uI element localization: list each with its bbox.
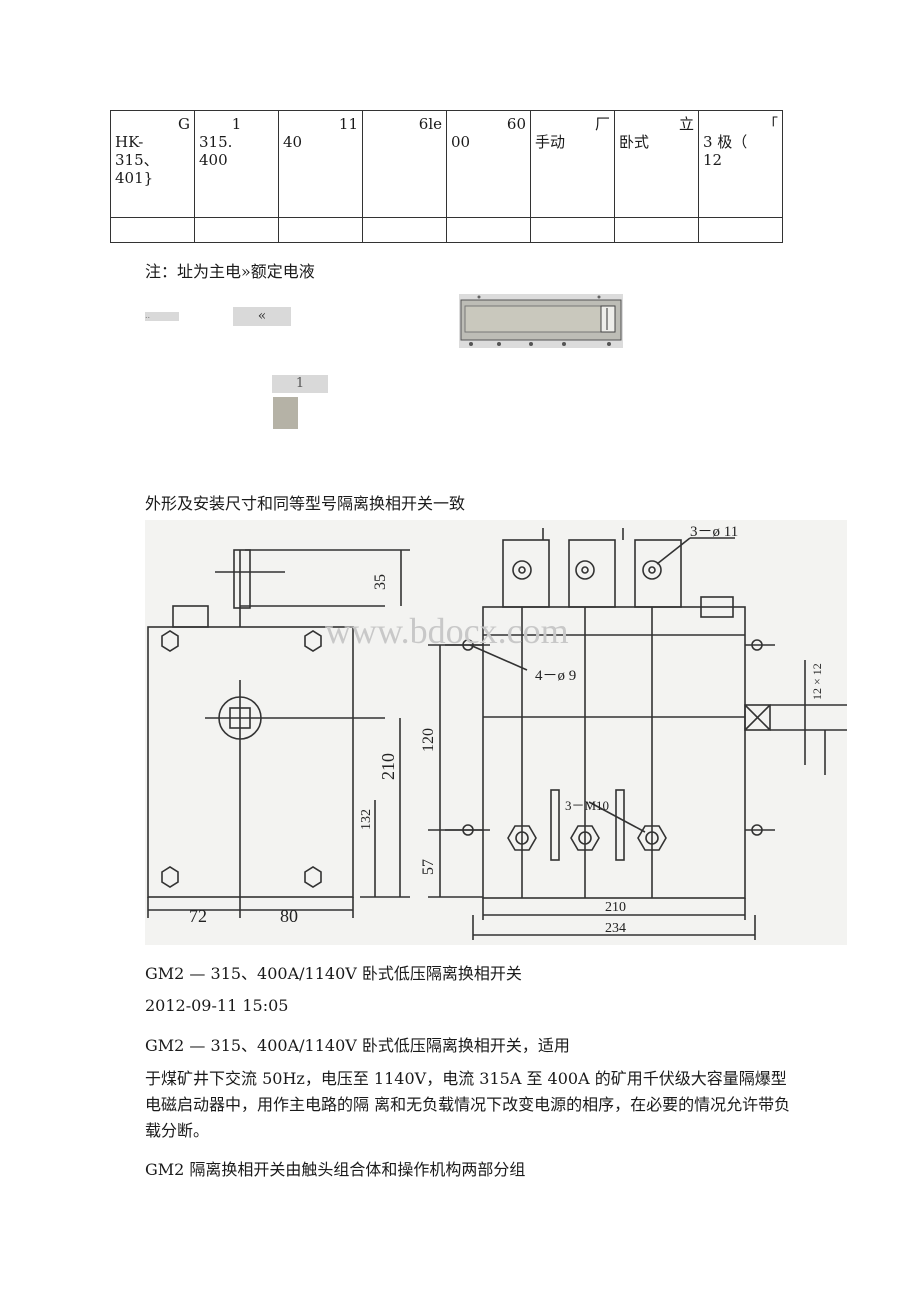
cell-line: 1 — [231, 115, 242, 133]
cell-line: 315、 — [115, 151, 159, 169]
fragment-box-b: « — [233, 307, 291, 326]
cell-poles: 「 3 极（12 — [698, 110, 783, 218]
hole-top-label: 3－ø 11 — [690, 524, 738, 540]
switch-photo — [459, 294, 623, 348]
product-title: GM2 — 315、400A/1140V 卧式低压隔离换相开关 — [145, 964, 522, 983]
cell-mounting: 立卧式 — [614, 110, 699, 218]
dim-72: 72 — [189, 906, 207, 926]
dim-80: 80 — [280, 906, 298, 926]
dim-35: 35 — [372, 574, 389, 590]
empty-cell — [110, 217, 195, 243]
empty-cell — [530, 217, 615, 243]
publish-date: 2012-09-11 15:05 — [145, 996, 289, 1015]
dim-132: 132 — [359, 809, 374, 830]
cell-line: 00 — [451, 133, 471, 151]
cell-line: 3 极（ — [703, 133, 748, 151]
applicable-line: GM2 — 315、400A/1140V 卧式低压隔离换相开关，适用 — [145, 1036, 570, 1055]
cell-cycles: 60 00 — [446, 110, 531, 218]
cell-line: 厂 — [594, 115, 610, 133]
cell-operation: 厂手动 — [530, 110, 615, 218]
dim-210-right: 210 — [605, 900, 626, 915]
cell-line: 12 — [703, 151, 723, 169]
cell-line: 卧式 — [619, 133, 650, 151]
fragment-box-d — [273, 397, 298, 429]
dim-234: 234 — [605, 921, 626, 936]
cell-breaking: 6le — [362, 110, 447, 218]
last-line: GM2 隔离换相开关由触头组合体和操作机构两部分组 — [145, 1160, 526, 1179]
spec-row-empty — [110, 217, 783, 243]
cell-line: HK- — [115, 133, 144, 151]
dimensions-caption: 外形及安装尺寸和同等型号隔离换相开关一致 — [145, 494, 466, 513]
empty-cell — [362, 217, 447, 243]
cell-line: 立 — [678, 115, 694, 133]
cell-line: 「 — [762, 115, 778, 133]
cell-line: 401} — [115, 169, 154, 187]
cell-line: 315. — [199, 133, 233, 151]
dimension-drawing: www.bdocx.com 35 210 132 72 80 3－ø 11 4－… — [145, 520, 847, 945]
cell-line: 手动 — [535, 133, 566, 151]
dimension-drawing-svg: www.bdocx.com 35 210 132 72 80 3－ø 11 4－… — [145, 520, 847, 945]
dim-57: 57 — [420, 859, 437, 875]
cell-line: 11 — [338, 115, 358, 133]
watermark: www.bdocx.com — [325, 611, 569, 651]
dim-120: 120 — [420, 728, 437, 752]
cell-voltage: 11 40 — [278, 110, 363, 218]
cell-line: 60 — [506, 115, 526, 133]
dim-12x12: 12 × 12 — [810, 663, 824, 700]
fragment-box-a: .. — [145, 312, 179, 321]
cell-line: G — [178, 115, 190, 133]
cell-model: G HK-315、401} — [110, 110, 195, 218]
switch-photo-image — [459, 294, 623, 348]
note-text: 注：址为主电»额定电液 — [145, 262, 315, 281]
dim-210-left: 210 — [378, 753, 398, 780]
cell-line: 40 — [283, 133, 303, 151]
empty-cell — [278, 217, 363, 243]
empty-cell — [614, 217, 699, 243]
cell-line: 400 — [199, 151, 228, 169]
empty-cell — [446, 217, 531, 243]
hole-mid-label: 3－M10 — [565, 798, 609, 813]
hole-side-label: 4－ø 9 — [535, 668, 576, 684]
empty-cell — [698, 217, 783, 243]
body-paragraph: 于煤矿井下交流 50Hz，电压至 1140V，电流 315A 至 400A 的矿… — [145, 1069, 791, 1140]
fragment-box-c: 1 — [272, 375, 328, 393]
cell-line: 6le — [418, 115, 442, 133]
empty-cell — [194, 217, 279, 243]
